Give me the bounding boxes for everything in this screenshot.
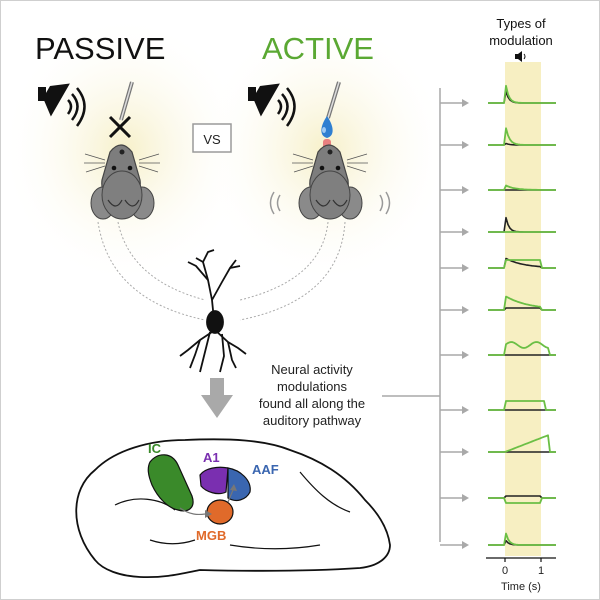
active-mouse-icon [269,144,391,220]
vs-label: VS [203,132,221,147]
active-trace [488,341,556,356]
ic-label: IC [148,441,162,456]
passive-connector-2 [97,221,206,321]
panel-title-line-2: modulation [489,33,553,48]
brain-sulcus-2 [299,471,351,513]
brain-sulcus-4 [149,539,196,545]
vs-box [192,123,232,153]
passive-label: PASSIVE [35,31,165,66]
active-trace [488,84,556,104]
trace-arrowhead [462,264,469,272]
ic-mgb-arrowhead [205,510,212,518]
trace-arrowhead [462,351,469,359]
active-trace [488,497,556,504]
traces [488,84,556,546]
water-spout-passive-icon [119,81,134,121]
trace-arrowhead [462,406,469,414]
passive-mouse-icon [84,144,160,220]
trace-arrowhead [462,228,469,236]
ic-region [147,454,194,512]
trace-arrowhead [462,494,469,502]
sound-icon [515,51,526,62]
description-line-4: auditory pathway [263,413,362,428]
active-trace [488,259,556,269]
brain-sulcus-3 [229,544,321,550]
mgb-label: MGB [196,528,226,543]
down-arrow-icon [201,378,233,418]
brain-outline [75,438,391,579]
x-tick-label-1: 1 [538,565,544,577]
active-trace [488,127,556,146]
speaker-icon-active [248,83,296,127]
active-trace [488,295,556,311]
active-connector [239,221,329,301]
panel-title-line-1: Types of [496,16,546,31]
passive-connector [117,221,206,301]
active-label: ACTIVE [262,31,374,66]
a1-label: A1 [203,450,220,465]
active-trace [488,434,556,453]
trace-arrows [440,99,469,549]
active-trace [488,532,556,546]
ic-mgb-arrow [179,507,206,516]
aaf-region [227,467,251,502]
trace-arrowhead [462,99,469,107]
active-trace [488,400,556,411]
mgb-cortex-arrowhead [230,484,237,491]
x-axis-label: Time (s) [501,581,541,593]
neuron-icon [179,249,247,373]
trace-arrowhead [462,141,469,149]
mgb-region [206,499,234,525]
active-connector-2 [239,221,346,321]
water-spout-active-icon [326,81,341,119]
description-line-2: modulations [277,379,348,394]
trace-arrowhead [462,541,469,549]
description-line-1: Neural activity [271,362,353,377]
description-line-3: found all along the [259,396,365,411]
trace-arrowhead [462,448,469,456]
trace-arrowhead [462,306,469,314]
speaker-icon-passive [38,83,86,127]
stimulus-window [505,62,541,556]
trace-arrowhead [462,186,469,194]
aaf-label: AAF [252,462,279,477]
x-tick-label-0: 0 [502,565,508,577]
mgb-cortex-arrow [227,489,234,503]
no-water-cross-icon [108,115,132,139]
active-trace [488,184,556,191]
a1-region [199,466,229,495]
